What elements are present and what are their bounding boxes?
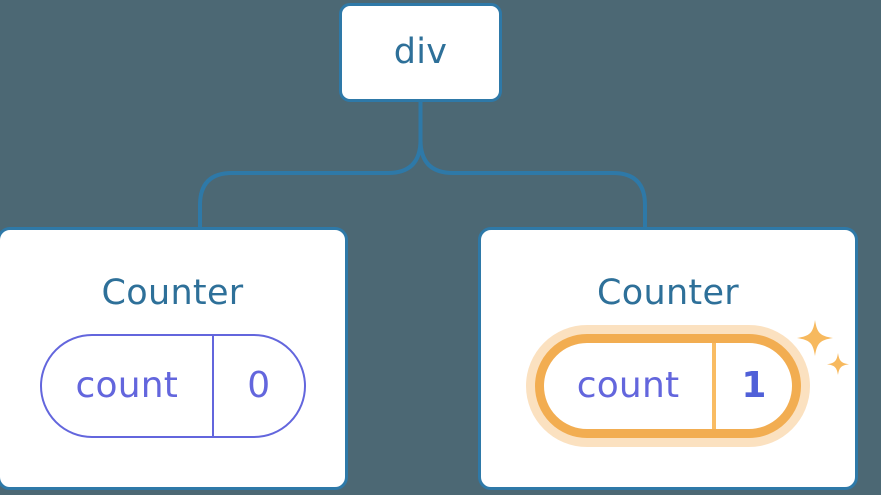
node-title-counter-left: Counter [101,273,244,313]
state-pill-right[interactable]: count 1 [535,334,801,438]
node-title-div: div [393,32,448,72]
connector-right [418,101,647,228]
node-title-counter-right: Counter [597,273,739,313]
sparkle-group [797,320,849,375]
state-value-cell-left: 0 [214,336,303,436]
state-key-cell-right: count [544,343,716,429]
state-key-label-right: count [576,365,680,406]
tree-node-counter-left[interactable]: Counter count 0 [0,227,348,490]
state-value-label-right: 1 [741,365,767,406]
sparkle-large-icon [797,320,833,356]
connector-left [198,101,423,228]
sparkle-small-icon [827,353,849,375]
state-key-cell-left: count [42,336,215,436]
state-value-cell-right: 1 [716,343,792,429]
state-key-label-left: count [75,365,179,406]
state-pill-left[interactable]: count 0 [39,334,306,438]
state-pill-wrap-left: count 0 [39,334,306,438]
state-pill-wrap-right: count 1 [535,320,849,438]
tree-node-div[interactable]: div [339,3,502,102]
tree-node-counter-right[interactable]: Counter count 1 [478,227,858,490]
state-value-label-left: 0 [247,365,271,406]
